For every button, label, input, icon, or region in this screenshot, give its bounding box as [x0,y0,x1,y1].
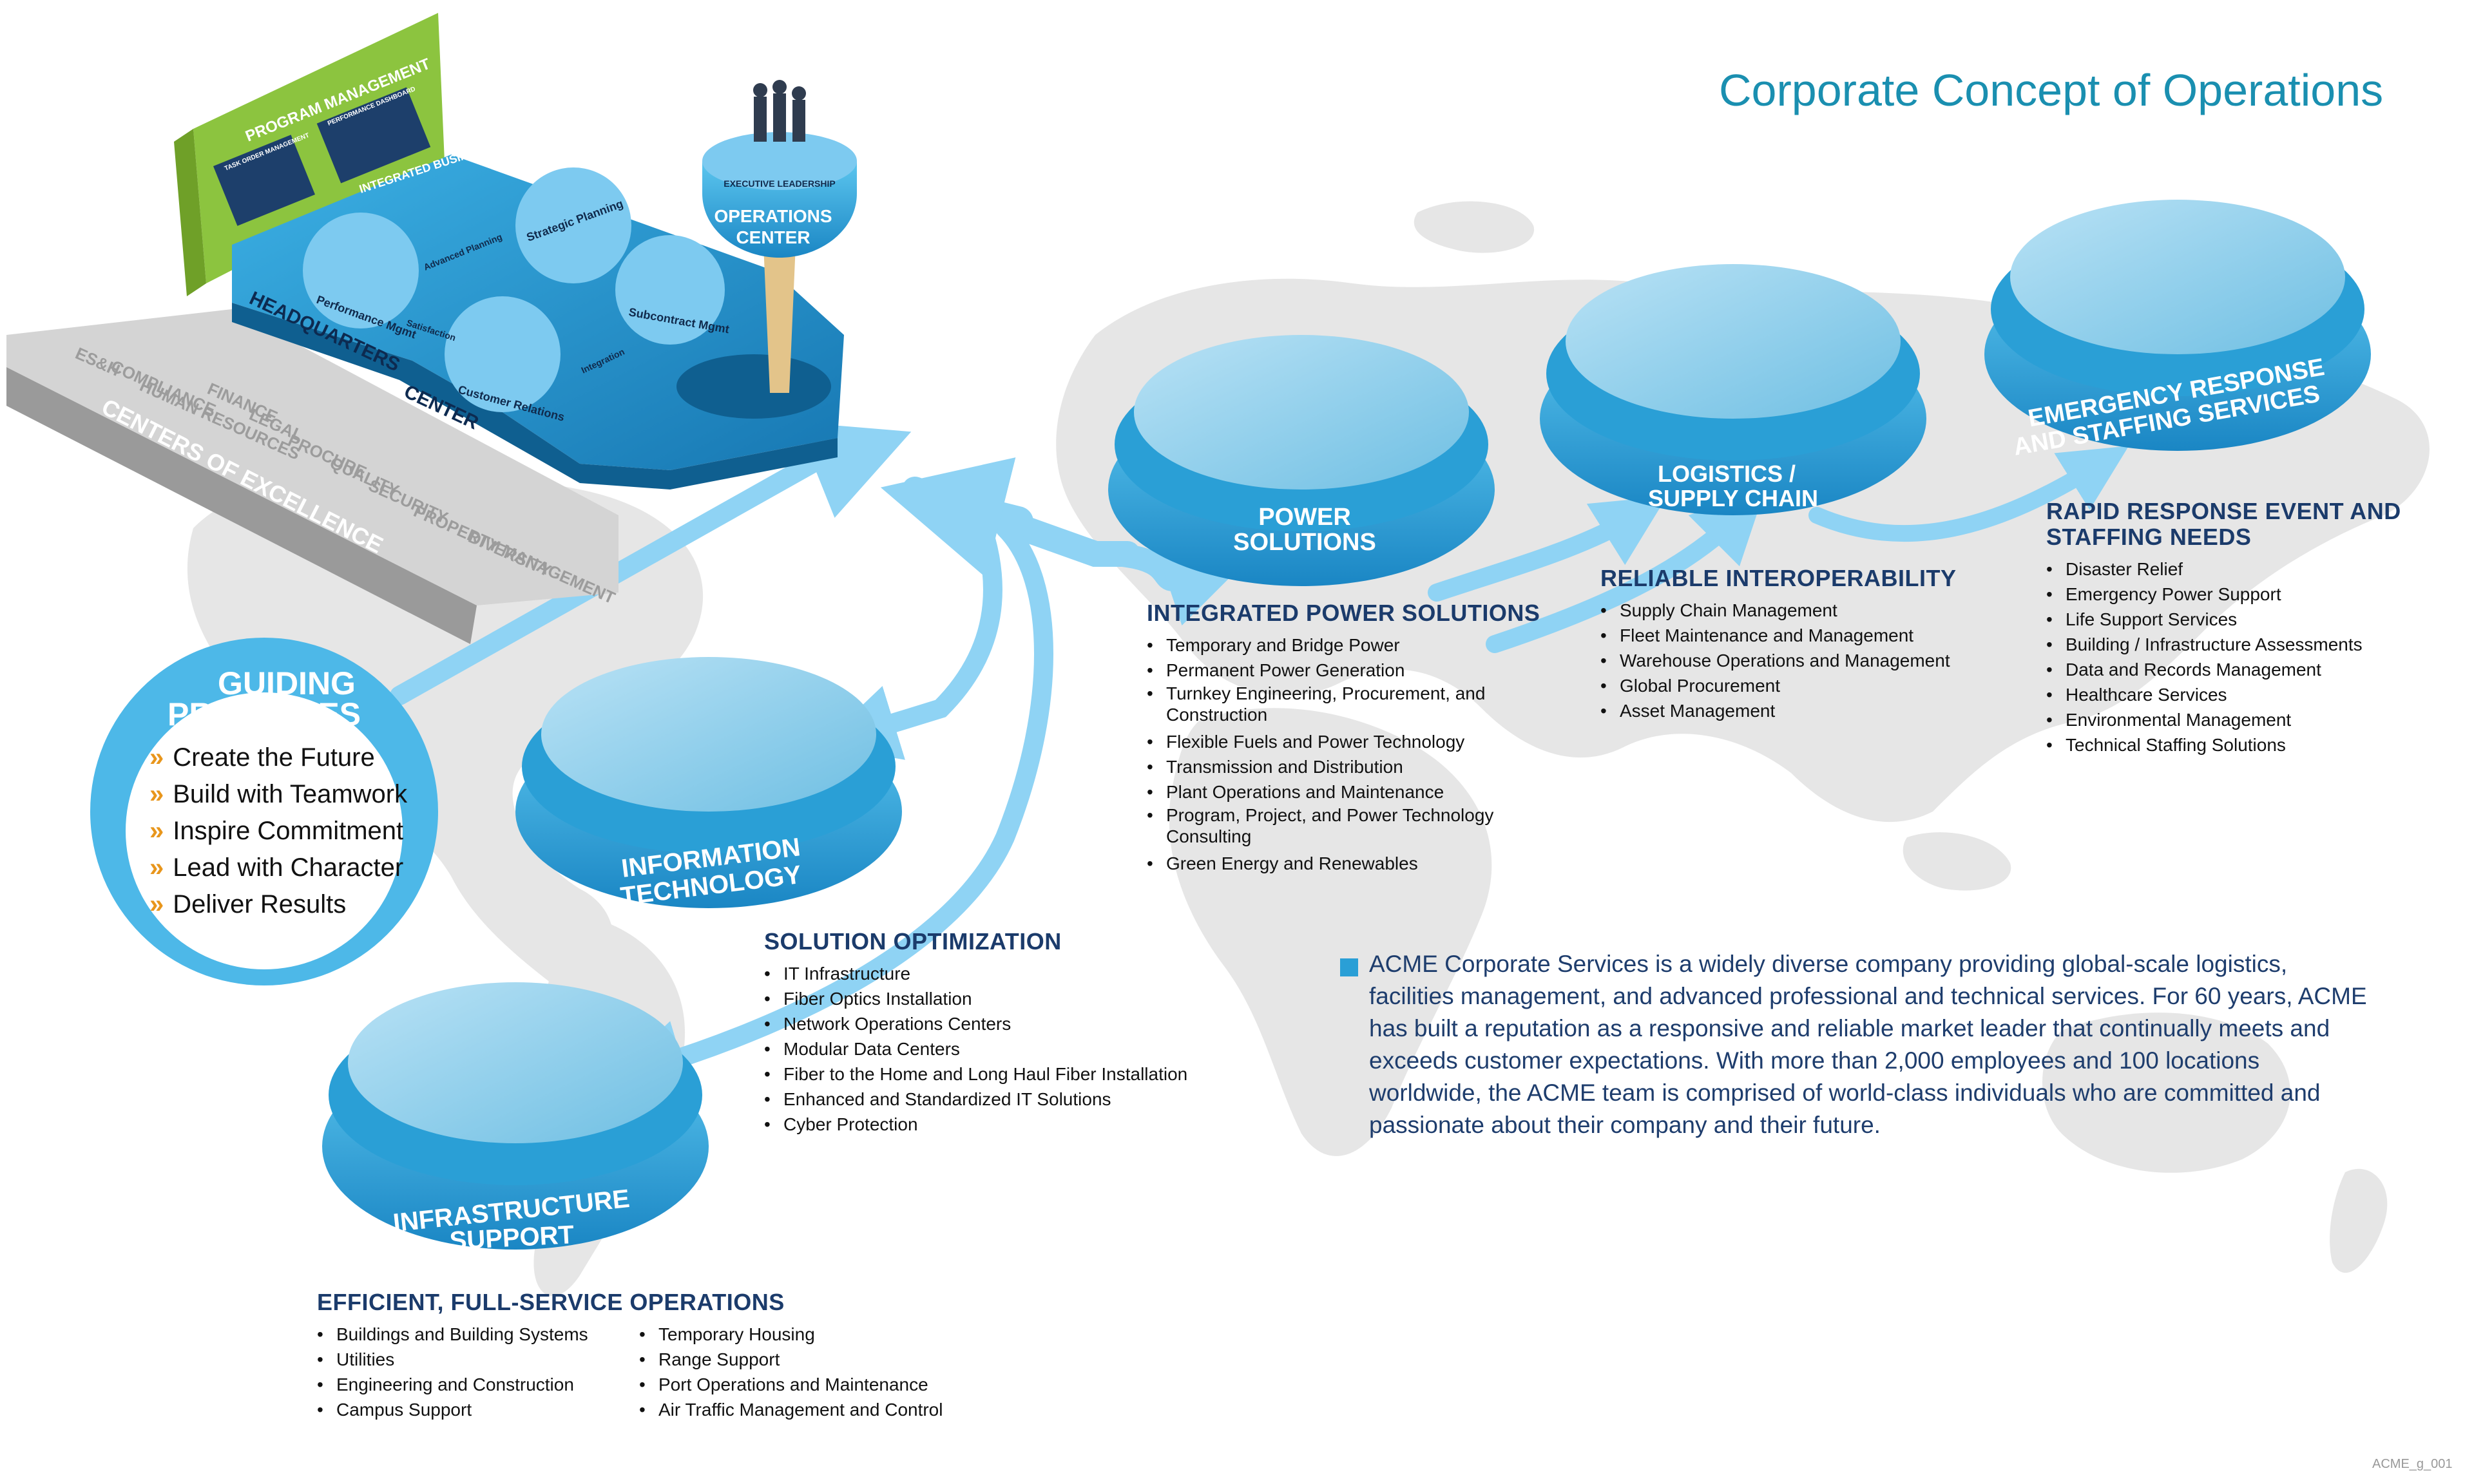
list-item: Fiber to the Home and Long Haul Fiber In… [764,1061,1215,1087]
executive-leadership-label: EXECUTIVE LEADERSHIP [724,178,835,189]
list-item: Fleet Maintenance and Management [1600,623,1987,648]
power-solutions-section: INTEGRATED POWER SOLUTIONS Temporary and… [1147,600,1546,877]
chevron-icon: » [149,743,164,772]
list-item: Temporary and Bridge Power [1147,633,1546,658]
guiding-principles-title-line2: PRINCIPLES [168,696,361,732]
chevron-icon: » [149,817,164,845]
list-item: Asset Management [1600,698,1987,723]
company-description: ACME Corporate Services is a widely dive… [1369,951,2367,1138]
list-item: Healthcare Services [2046,682,2446,707]
hub-infrastructure: INFRASTRUCTURE SUPPORT [322,982,709,1255]
logistics-section-heading: RELIABLE INTEROPERABILITY [1600,565,1957,591]
list-item: Transmission and Distribution [1147,754,1546,779]
list-item: Technical Staffing Solutions [2046,732,2446,757]
chevron-icon: » [149,780,164,808]
program-management-wall: PROGRAM MANAGEMENT TASK ORDER MANAGEMENT… [174,13,445,296]
chevron-icon: » [149,853,164,882]
hub-power-line1: POWER [1258,504,1351,531]
list-item: Temporary Housing [639,1322,993,1347]
list-item: Plant Operations and Maintenance [1147,779,1546,804]
list-item: Port Operations and Maintenance [639,1372,993,1397]
headquarters-platform: Performance Mgmt Strategic Planning Subc… [232,123,844,490]
infra-section-heading: EFFICIENT, FULL-SERVICE OPERATIONS [317,1289,785,1315]
list-item: Fiber Optics Installation [764,986,1215,1011]
list-item: Environmental Management [2046,707,2446,732]
it-section: SOLUTION OPTIMIZATION IT Infrastructure … [764,929,1215,1137]
list-item: Buildings and Building Systems [317,1322,613,1347]
description-bullet [1340,958,1358,976]
operations-center-line2: CENTER [736,227,810,247]
list-item: Data and Records Management [2046,657,2446,682]
list-item: Global Procurement [1600,673,1987,698]
hub-infra-line2: SUPPORT [449,1221,575,1255]
list-item: Campus Support [317,1397,613,1422]
principle-item: »Create the Future [149,743,375,772]
hub-power-line2: SOLUTIONS [1233,529,1376,556]
list-item: Supply Chain Management [1600,598,1987,623]
list-item: Program, Project, and Power Technology C… [1147,804,1546,847]
principle-item: »Deliver Results [149,890,347,918]
list-item: Green Energy and Renewables [1147,851,1546,876]
principle-item: »Build with Teamwork [149,780,408,808]
list-item: Permanent Power Generation [1147,658,1546,683]
hub-it: INFORMATION TECHNOLOGY [515,657,902,911]
list-item: Cyber Protection [764,1112,1215,1137]
hub-logistics-line1: LOGISTICS / [1658,461,1796,487]
list-item: Modular Data Centers [764,1036,1215,1061]
list-item: Emergency Power Support [2046,582,2446,607]
hub-emergency: EMERGENCY RESPONSE AND STAFFING SERVICES [1984,200,2371,461]
operations-center: EXECUTIVE LEADERSHIP OPERATIONS CENTER [702,80,857,393]
principle-item: »Inspire Commitment [149,817,404,845]
list-item: Building / Infrastructure Assessments [2046,632,2446,657]
list-item: IT Infrastructure [764,961,1215,986]
list-item: Turnkey Engineering, Procurement, and Co… [1147,683,1546,725]
page-title: Corporate Concept of Operations [1719,65,2384,115]
principle-item: »Lead with Character [149,853,404,882]
chevron-icon: » [149,890,164,918]
guiding-principles-badge: GUIDING PRINCIPLES [90,638,438,985]
list-item: Network Operations Centers [764,1011,1215,1036]
it-section-heading: SOLUTION OPTIMIZATION [764,928,1062,955]
list-item: Enhanced and Standardized IT Solutions [764,1087,1215,1112]
infrastructure-section: EFFICIENT, FULL-SERVICE OPERATIONS Build… [317,1289,1026,1423]
hub-logistics-line2: SUPPLY CHAIN [1648,485,1818,511]
power-section-heading: INTEGRATED POWER SOLUTIONS [1147,600,1540,626]
centers-of-excellence-panel: ES&H COMPLIANCE HUMAN RESOURCES FINANCE … [6,309,618,644]
list-item: Range Support [639,1347,993,1372]
guiding-principles-list: »Create the Future »Build with Teamwork … [149,739,407,923]
list-item: Engineering and Construction [317,1372,613,1397]
list-item: Utilities [317,1347,613,1372]
logistics-section: RELIABLE INTEROPERABILITY Supply Chain M… [1600,565,1987,724]
list-item: Warehouse Operations and Management [1600,648,1987,673]
graphic-credit: ACME_g_001 [2372,1457,2453,1471]
list-item: Flexible Fuels and Power Technology [1147,729,1546,754]
hub-power: POWER SOLUTIONS [1108,335,1495,586]
list-item: Disaster Relief [2046,556,2446,582]
guiding-principles-title-line1: GUIDING [218,665,356,701]
hub-logistics: LOGISTICS / SUPPLY CHAIN [1540,264,1926,515]
operations-center-line1: OPERATIONS [714,206,832,226]
list-item: Air Traffic Management and Control [639,1397,993,1422]
list-item: Life Support Services [2046,607,2446,632]
